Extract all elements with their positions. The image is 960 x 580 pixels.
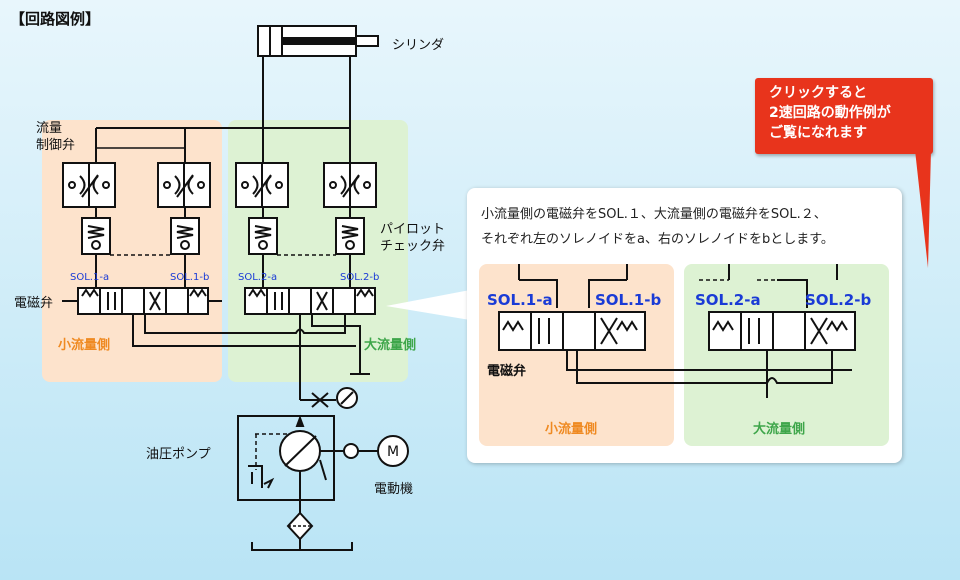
callout-text: 小流量側の電磁弁をSOL.１、大流量側の電磁弁をSOL.２、 それぞれ左のソレノ…: [481, 202, 834, 252]
motor-label: 電動機: [374, 482, 414, 497]
callout-sol-1b: SOL.1-b: [595, 291, 662, 309]
callout-large-side-label: 大流量側: [753, 422, 806, 437]
callout-large-panel: [684, 264, 889, 446]
tank-symbol: [251, 542, 353, 551]
solenoid-valve-2: [244, 287, 376, 315]
pump-unit-box: [237, 415, 335, 501]
explanation-callout: 小流量側の電磁弁をSOL.１、大流量側の電磁弁をSOL.２、 それぞれ左のソレノ…: [467, 188, 902, 463]
callout-sol-2b: SOL.2-b: [805, 291, 872, 309]
flow-valve-1: [62, 162, 116, 208]
sol-1b-label: SOL.1-b: [170, 272, 210, 283]
cylinder-label: シリンダ: [392, 38, 445, 53]
pilot-check-valve-3: [248, 217, 278, 255]
callout-line-2: それぞれ左のソレノイドをa、右のソレノイドをbとします。: [481, 232, 834, 247]
callout-sol-1a: SOL.1-a: [487, 291, 553, 309]
callout-sol-2a: SOL.2-a: [695, 291, 761, 309]
callout-valve-diagram: [498, 264, 856, 398]
flow-valve-label: 流量制御弁: [36, 121, 76, 153]
motor-m-letter: M: [387, 444, 399, 460]
cta-line-3: ご覧になれます: [769, 125, 867, 141]
sol-2a-label: SOL.2-a: [238, 272, 278, 283]
sol-1a-label: SOL.1-a: [70, 272, 110, 283]
small-side-label: 小流量側: [58, 338, 111, 353]
large-side-label: 大流量側: [364, 338, 417, 353]
solenoid-valve-label: 電磁弁: [14, 296, 54, 311]
pilot-check-valve-label: パイロットチェック弁: [380, 222, 446, 254]
view-animation-button[interactable]: クリックすると 2速回路の動作例が ご覧になれます: [755, 78, 933, 154]
cta-line-1: クリックすると: [769, 85, 867, 101]
pump-label: 油圧ポンプ: [146, 447, 211, 462]
cta-line-2: 2速回路の動作例が: [769, 105, 891, 121]
pilot-check-valve-2: [170, 217, 200, 255]
sol-2b-label: SOL.2-b: [340, 272, 380, 283]
motor-symbol: [377, 435, 409, 467]
callout-line-1: 小流量側の電磁弁をSOL.１、大流量側の電磁弁をSOL.２、: [481, 207, 827, 222]
callout-small-side-label: 小流量側: [545, 422, 598, 437]
callout-solenoid-label: 電磁弁: [487, 364, 527, 379]
page-heading: 【回路図例】: [10, 10, 101, 28]
cylinder-symbol: [257, 25, 379, 57]
solenoid-valve-1: [62, 287, 222, 315]
